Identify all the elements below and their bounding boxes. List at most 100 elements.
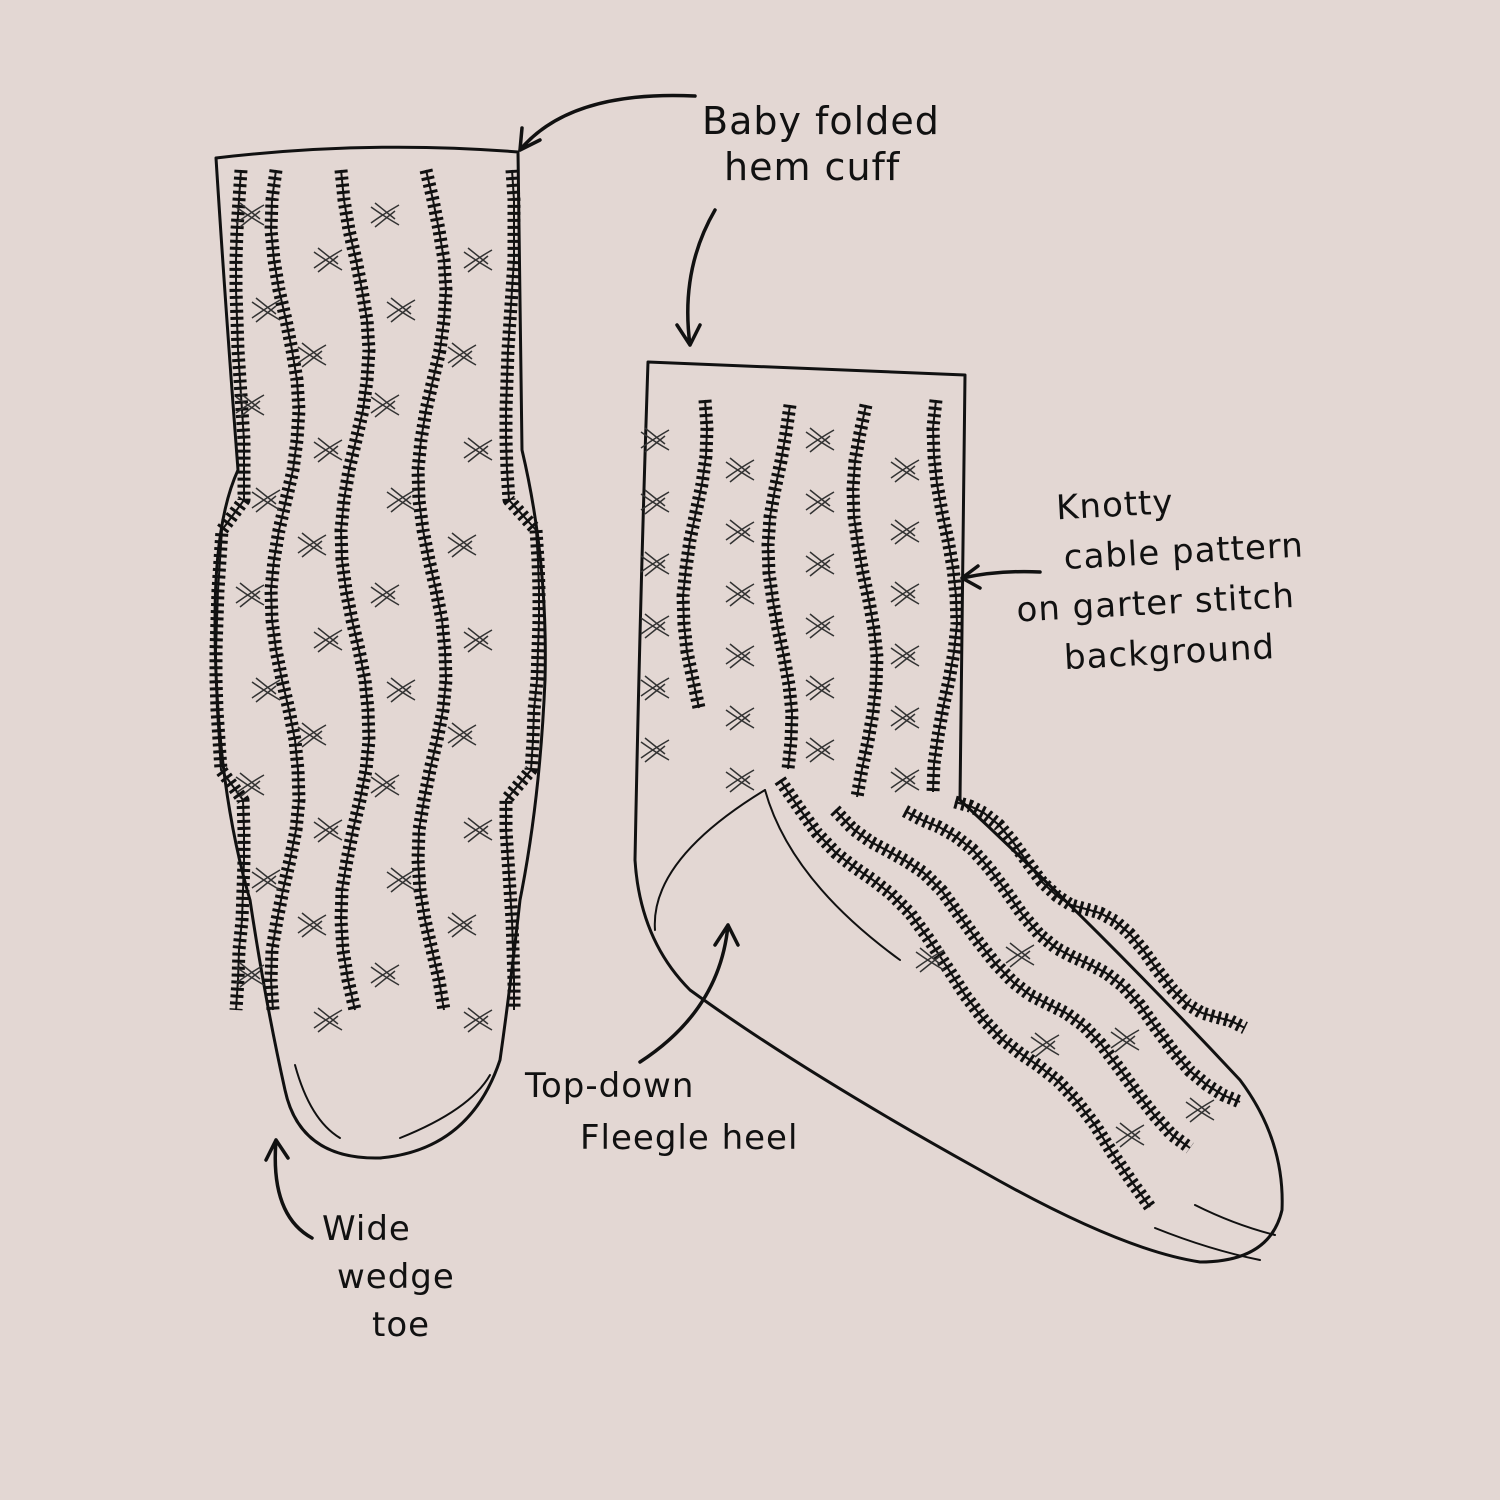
cable-cross xyxy=(915,947,945,973)
cable-cross xyxy=(447,912,477,938)
annotation-line: wedge xyxy=(337,1257,455,1297)
cable-cross xyxy=(235,392,265,418)
cable-cross xyxy=(370,392,400,418)
annotation-line: Baby folded xyxy=(702,99,940,143)
cable-cross xyxy=(725,457,755,483)
cable-cross xyxy=(805,427,835,453)
annotation-line: Fleegle heel xyxy=(580,1118,799,1158)
arrow-cuff-down xyxy=(675,208,717,347)
cable-cross xyxy=(251,677,281,703)
cable-cross xyxy=(386,677,416,703)
foot-cable-rib-edge xyxy=(779,779,1151,1208)
arrow-cable xyxy=(960,564,1042,590)
cable-pattern xyxy=(209,168,1248,1211)
side-view-sock xyxy=(633,360,1284,1264)
arrow-heel xyxy=(638,923,740,1064)
cable-cross xyxy=(725,519,755,545)
cable-cross xyxy=(370,772,400,798)
cable-cross xyxy=(890,767,920,793)
cable-cross xyxy=(370,202,400,228)
front-cable-rib xyxy=(411,168,453,1012)
cable-cross xyxy=(463,437,493,463)
cable-cross xyxy=(251,867,281,893)
cable-cross xyxy=(313,817,343,843)
cable-cross xyxy=(805,675,835,701)
front-cable-rib-edge xyxy=(505,169,540,1010)
cable-cross xyxy=(1005,942,1035,968)
side-cable-rib xyxy=(676,399,714,710)
annotation-arrows xyxy=(264,93,1042,1240)
cable-cross xyxy=(463,817,493,843)
side-cable-rib-edge xyxy=(931,399,959,793)
arrow-cuff-left xyxy=(518,93,697,152)
front-cable-rib-edge xyxy=(339,169,371,1011)
cable-cross xyxy=(370,962,400,988)
cable-cross xyxy=(725,581,755,607)
cable-cross xyxy=(890,705,920,731)
annotation-line: Top-down xyxy=(525,1066,695,1106)
side-cable-rib xyxy=(846,403,884,799)
cable-cross xyxy=(1185,1097,1215,1123)
annotation-cuff: Baby folded hem cuff xyxy=(702,98,940,190)
annotation-line: hem cuff xyxy=(724,145,901,189)
front-cable-rib-edge xyxy=(269,169,301,1011)
cable-cross xyxy=(386,867,416,893)
side-cable-rib xyxy=(926,399,964,793)
front-sock-outline xyxy=(213,145,547,1160)
annotation-line: Wide xyxy=(322,1209,411,1249)
cable-cross xyxy=(890,643,920,669)
cable-cross xyxy=(313,1007,343,1033)
annotation-heel: Top-down Fleegle heel xyxy=(525,1060,798,1164)
heel-seam xyxy=(653,789,766,931)
front-cable-rib-edge xyxy=(416,169,448,1011)
cable-cross xyxy=(463,627,493,653)
cable-cross xyxy=(640,551,670,577)
cable-cross xyxy=(251,297,281,323)
cable-cross xyxy=(805,489,835,515)
cable-cross xyxy=(805,737,835,763)
cable-cross xyxy=(463,1007,493,1033)
foot-cable-rib xyxy=(830,805,1194,1154)
cable-cross xyxy=(890,519,920,545)
cable-cross xyxy=(640,427,670,453)
front-view-sock xyxy=(213,145,547,1160)
annotation-line: toe xyxy=(372,1305,431,1345)
cable-cross xyxy=(640,613,670,639)
side-cable-rib-edge xyxy=(681,399,709,709)
cable-cross xyxy=(297,912,327,938)
cable-cross xyxy=(297,532,327,558)
arrow-toe xyxy=(264,1138,314,1240)
cable-cross xyxy=(235,772,265,798)
cable-cross xyxy=(890,581,920,607)
cable-cross xyxy=(1115,1122,1145,1148)
front-cable-rib-edge xyxy=(215,169,245,1011)
toe-seam-2 xyxy=(1194,1204,1276,1236)
cable-cross xyxy=(725,767,755,793)
toe-seam-left xyxy=(294,1064,341,1139)
cable-cross xyxy=(447,722,477,748)
annotation-cable: Knotty cable pattern on garter stitch ba… xyxy=(1010,471,1310,686)
cable-cross xyxy=(805,551,835,577)
cable-cross xyxy=(313,437,343,463)
cable-cross xyxy=(890,457,920,483)
cable-cross xyxy=(235,962,265,988)
foot-cable-rib-edge xyxy=(954,801,1246,1029)
cable-cross xyxy=(640,737,670,763)
cable-cross xyxy=(313,247,343,273)
cable-cross xyxy=(725,705,755,731)
cable-cross xyxy=(251,487,281,513)
side-sock-outline xyxy=(633,360,1284,1264)
cable-cross xyxy=(297,722,327,748)
foot-cable-rib-edge xyxy=(904,810,1241,1103)
side-cable-rib-edge xyxy=(766,404,794,770)
cable-cross xyxy=(805,613,835,639)
cable-cross xyxy=(1030,1032,1060,1058)
side-cable-rib-edge xyxy=(851,404,879,798)
cable-cross xyxy=(640,489,670,515)
cable-cross xyxy=(447,342,477,368)
cable-cross xyxy=(463,247,493,273)
cable-cross xyxy=(640,675,670,701)
cable-cross xyxy=(725,643,755,669)
